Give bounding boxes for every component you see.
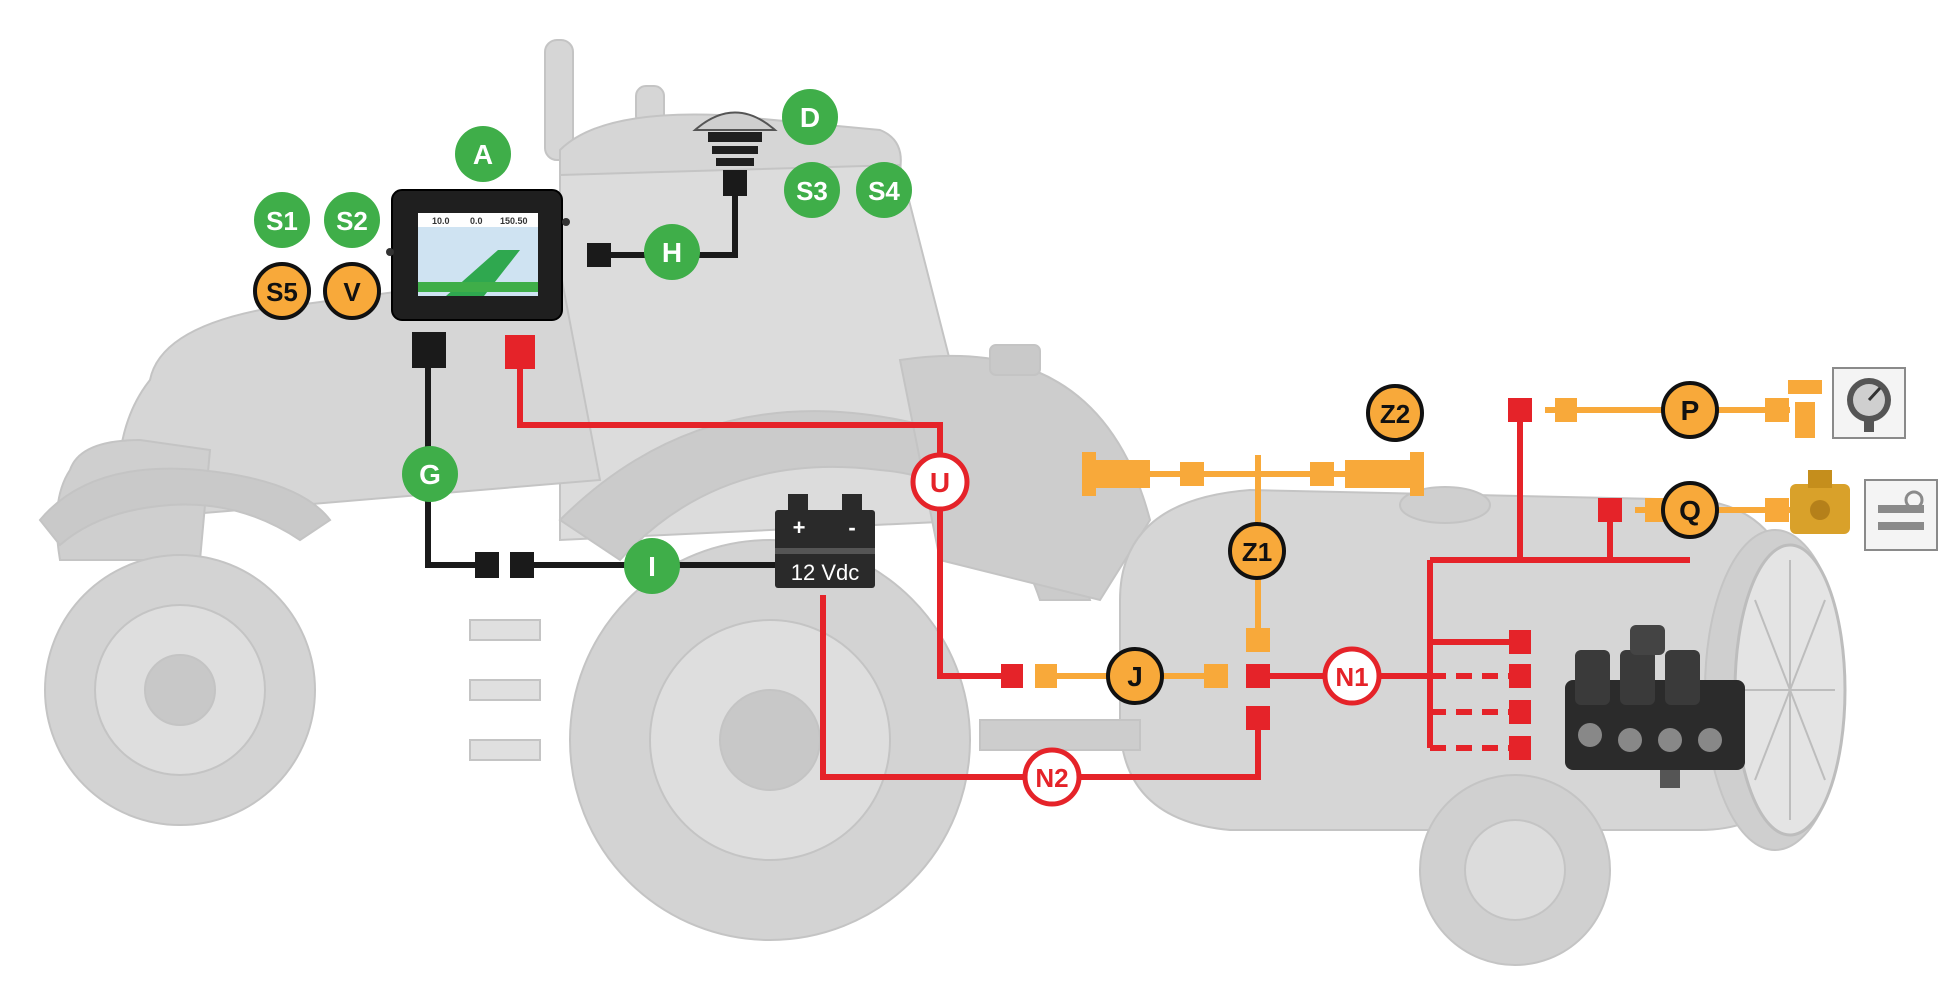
battery-voltage-label: 12 Vdc [791,560,860,585]
pressure-gauge-icon [1832,367,1906,439]
badge-P: P [1661,381,1719,439]
orange-connectors [1035,380,1822,688]
badge-V: V [323,262,381,320]
badge-J: J [1106,647,1164,705]
battery-plus-label: + [793,515,806,540]
tractor-silhouette [38,39,1152,941]
svg-text:A: A [473,139,493,170]
svg-text:S5: S5 [266,277,298,307]
gnss-antenna-icon [692,111,778,166]
red-connectors [505,335,1622,760]
svg-text:S1: S1 [266,206,298,236]
fan-grille [1745,560,1835,820]
svg-text:Q: Q [1679,495,1701,526]
svg-text:J: J [1127,661,1143,692]
display-readout-left: 10.0 [432,216,450,226]
svg-text:S4: S4 [868,176,900,206]
red-dashed-cables [1430,673,1520,751]
svg-text:D: D [800,102,820,133]
badge-U: U [910,452,970,512]
battery-minus-label: - [848,515,855,540]
black-connectors [412,170,747,578]
badge-Z2: Z2 [1366,384,1424,442]
badge-Q: Q [1661,481,1719,539]
svg-text:N1: N1 [1335,662,1368,692]
display-readout-right: 150.50 [500,216,528,226]
badge-S4: S4 [856,162,912,218]
svg-text:V: V [343,277,361,307]
badge-A: A [455,126,511,182]
badge-N2: N2 [1022,747,1082,807]
svg-text:I: I [648,551,656,582]
svg-text:Z1: Z1 [1242,537,1272,567]
svg-text:N2: N2 [1035,763,1068,793]
badge-G: G [402,446,458,502]
svg-text:S3: S3 [796,176,828,206]
badge-S5: S5 [253,262,311,320]
flow-valve-icon [1790,470,1938,551]
badge-S3: S3 [784,162,840,218]
badge-H: H [644,224,700,280]
badge-S1: S1 [254,192,310,248]
svg-text:Z2: Z2 [1380,399,1410,429]
display-readout-mid: 0.0 [470,216,483,226]
svg-text:S2: S2 [336,206,368,236]
svg-text:H: H [662,237,682,268]
badge-Z1: Z1 [1228,522,1286,580]
badge-S2: S2 [324,192,380,248]
svg-text:G: G [419,459,441,490]
control-display: 10.0 0.0 150.50 [386,189,570,321]
svg-text:P: P [1681,395,1700,426]
battery-icon: + - 12 Vdc [775,494,875,588]
badge-N1: N1 [1322,646,1382,706]
section-control-unit-icon [1565,625,1745,788]
badge-D: D [782,89,838,145]
svg-text:U: U [930,467,950,498]
badge-I: I [624,538,680,594]
